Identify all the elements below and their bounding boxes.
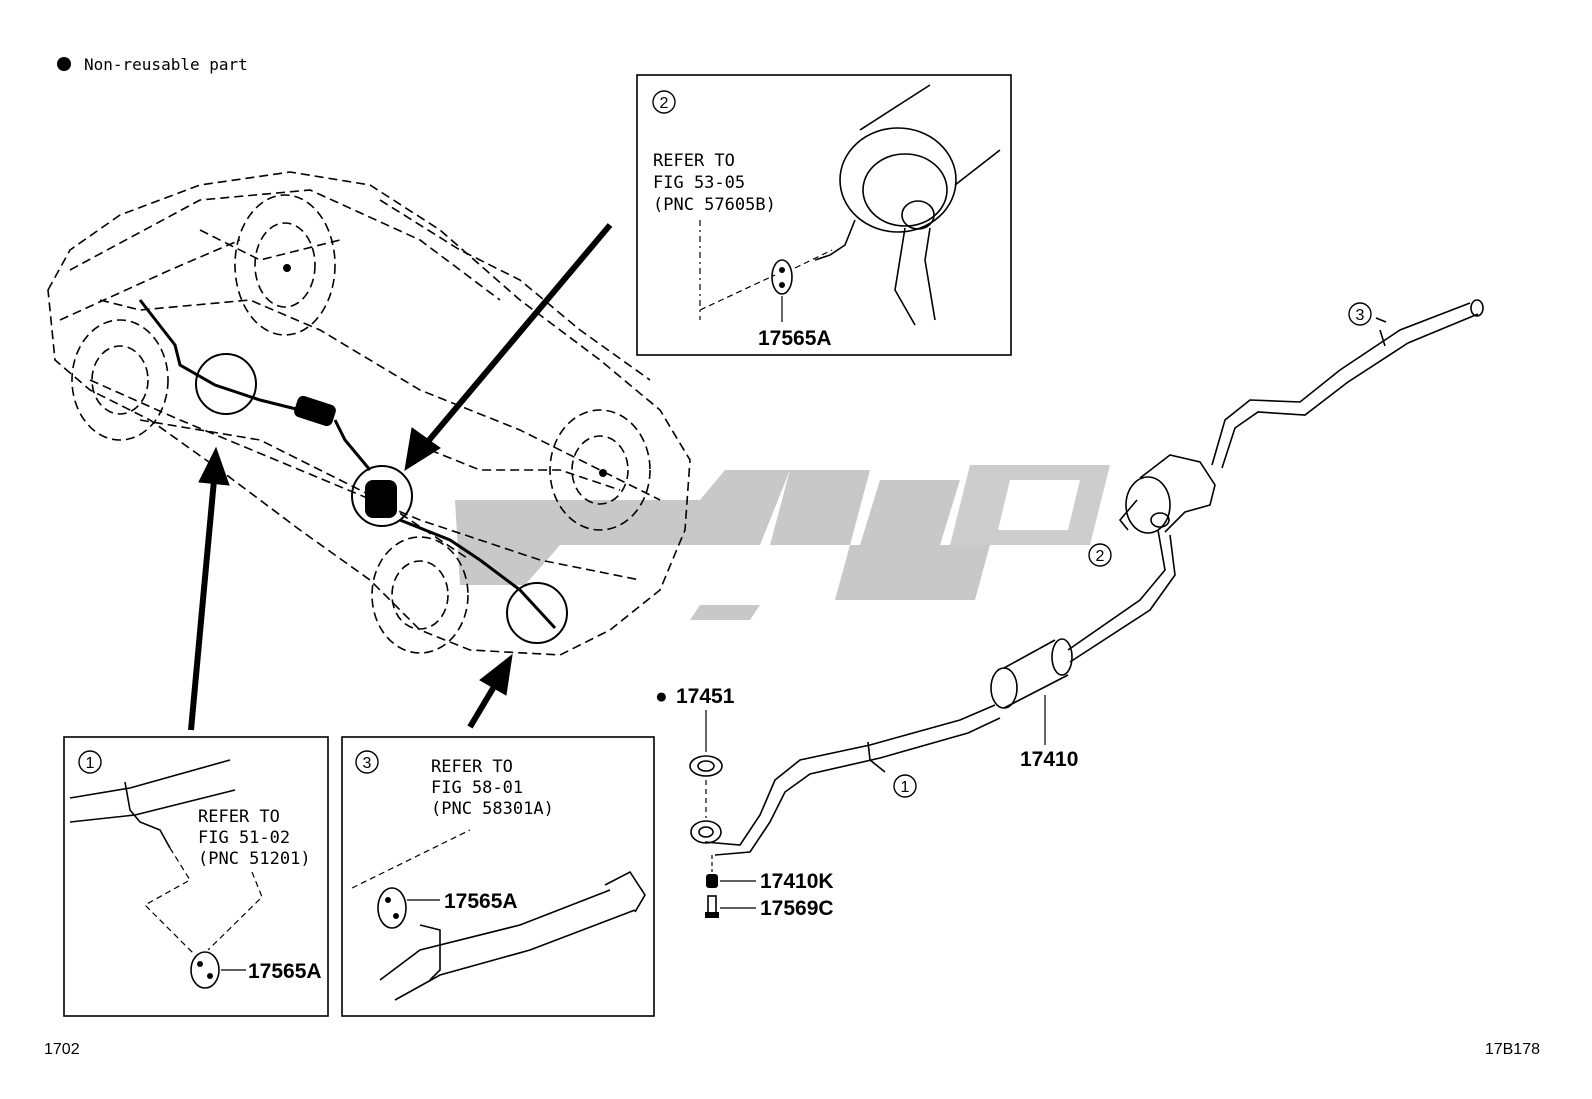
non-reusable-marker-icon: [57, 57, 71, 71]
callout-circle-3: [355, 750, 379, 774]
box2-ref-line3: (PNC 57605B): [653, 195, 776, 215]
vehicle-muffler-shape: [294, 395, 336, 427]
vehicle-underside-outline: [47, 171, 691, 656]
box1-ref-line3: (PNC 51201): [198, 849, 311, 869]
callout-circle-2: [652, 90, 676, 114]
gasket-marker: ●: [655, 685, 668, 708]
box2-hanger-icon: [771, 259, 793, 295]
callout-circle-1: [78, 750, 102, 774]
exhaust-pipe-assembly: [690, 299, 1484, 856]
legend-text: Non-reusable part: [84, 55, 248, 74]
detail-box-3: 3 REFER TO FIG 58-01 (PNC 58301A) 17565A: [341, 736, 655, 1017]
assembly-callout-circle-2: [1088, 543, 1112, 567]
gasket-icon: [689, 755, 723, 777]
box2-number: 2: [660, 95, 669, 112]
bolt-part-number: 17569C: [760, 897, 834, 920]
spring-icon: [706, 874, 718, 888]
spring-part-number: 17410K: [760, 870, 834, 893]
box2-muffler-drawing: [814, 84, 1001, 326]
assembly-callout-2: 2: [1096, 548, 1105, 565]
assembly-callout-circle-3: [1348, 302, 1372, 326]
box3-number: 3: [363, 755, 372, 772]
watermark: [455, 465, 1110, 620]
assembly-callouts: 1 2 3: [893, 302, 1372, 798]
box1-hanger-icon: [190, 951, 220, 989]
box1-pipe-drawing: [69, 759, 236, 849]
box3-ref-line1: REFER TO: [431, 757, 513, 777]
box1-ref-line2: FIG 51-02: [198, 828, 290, 848]
pointer-arrows: [188, 223, 613, 731]
box3-tailpipe-drawing: [379, 870, 646, 1001]
box1-ref-line1: REFER TO: [198, 807, 280, 827]
vehicle-tailpipe-muffler-shape: [365, 480, 397, 518]
box2-ref-line1: REFER TO: [653, 151, 735, 171]
pipe-assy-part-number: 17410: [1020, 748, 1078, 771]
detail-box-1: 1 REFER TO FIG 51-02 (PNC 51201) 17565A: [63, 736, 329, 1017]
box3-ref-line2: FIG 58-01: [431, 778, 523, 798]
box2-part-number: 17565A: [758, 327, 832, 350]
box1-part-number: 17565A: [248, 960, 322, 983]
wheel-hubs: [283, 264, 607, 477]
gasket-part-number: 17451: [676, 685, 735, 708]
footer-right-code: 17B178: [1485, 1041, 1540, 1058]
detail-box-2: 2 REFER TO FIG 53-05 (PNC 57605B) 17565A: [636, 74, 1012, 356]
assembly-callout-3: 3: [1356, 307, 1365, 324]
box3-part-number: 17565A: [444, 890, 518, 913]
assembly-callout-circle-1: [893, 774, 917, 798]
vehicle-detail-circles: [195, 353, 568, 644]
assembly-callout-1: 1: [901, 779, 910, 796]
box3-hanger-icon: [377, 887, 407, 929]
assembly-hanger-marks: [867, 317, 1387, 773]
footer-left-code: 1702: [44, 1041, 80, 1058]
bolt-icon: [705, 895, 719, 918]
box1-number: 1: [86, 755, 95, 772]
box2-ref-line2: FIG 53-05: [653, 173, 745, 193]
box3-ref-line3: (PNC 58301A): [431, 799, 554, 819]
